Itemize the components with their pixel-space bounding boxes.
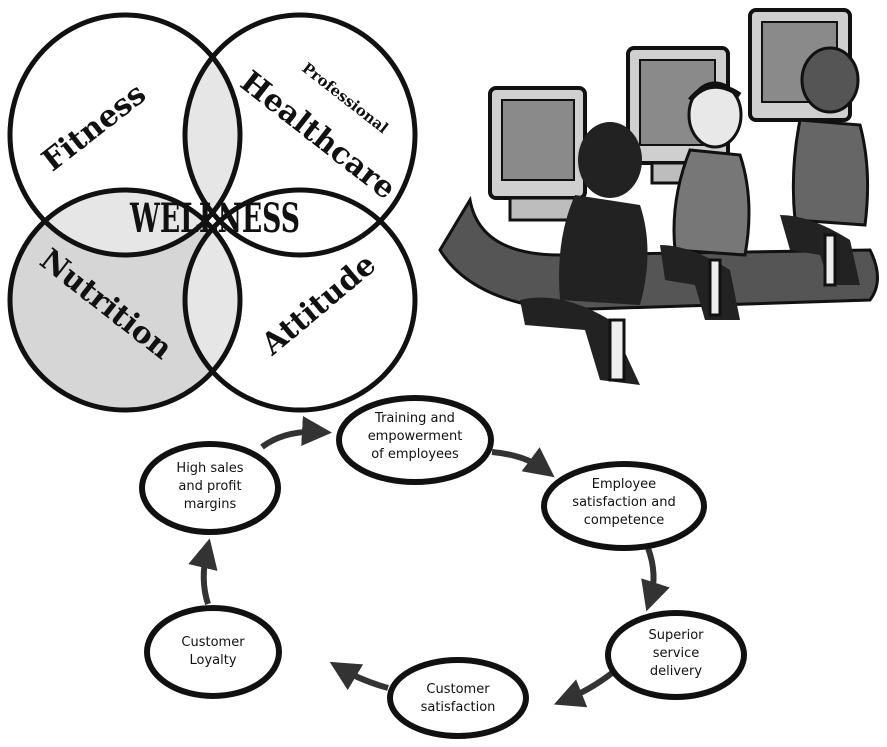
attitude-circle (182, 187, 418, 413)
node-superior-service: Superior service delivery (605, 610, 747, 700)
person-seated-1 (520, 122, 648, 385)
service-line-1: Superior (649, 628, 705, 643)
service-profit-cycle-diagram: Training and empowerment of employees Em… (139, 395, 747, 739)
node-high-sales: High sales and profit margins (139, 441, 281, 535)
training-line-2: empowerment (368, 429, 463, 444)
nutrition-circle (10, 190, 240, 410)
person-seated-2 (660, 81, 751, 320)
service-line-3: delivery (650, 664, 703, 679)
training-line-3: of employees (371, 447, 459, 462)
arrow-service-to-customer-satisfaction (553, 670, 614, 708)
fitness-circle (7, 12, 243, 258)
loyalty-line-2: Loyalty (189, 653, 236, 668)
customer-satisfaction-line-2: satisfaction (421, 700, 496, 715)
node-customer-loyalty: Customer Loyalty (144, 605, 282, 699)
arrow-satisfaction-to-loyalty (329, 661, 389, 691)
sales-line-1: High sales (176, 461, 243, 476)
training-line-1: Training and (374, 411, 455, 426)
healthcare-circle (182, 12, 418, 258)
fitness-label: Fitness (36, 76, 153, 178)
wellness-venn-diagram: Fitness Professional Healthcare WELLNESS… (7, 12, 418, 413)
employee-line-3: competence (584, 513, 665, 528)
person-seated-3 (780, 46, 870, 287)
employee-line-2: satisfaction and (572, 495, 675, 510)
loyalty-line-1: Customer (181, 635, 245, 650)
arrow-sales-to-training (260, 416, 332, 450)
wellness-center-label: WELLNESS (129, 195, 300, 242)
arrow-training-to-employee (491, 447, 555, 478)
computer-lab-illustration (438, 8, 879, 385)
sales-line-3: margins (184, 497, 237, 512)
service-line-2: service (653, 646, 700, 661)
nutrition-circle-outline (7, 187, 243, 413)
arrow-loyalty-to-sales (188, 538, 218, 605)
customer-satisfaction-line-1: Customer (426, 682, 490, 697)
node-employee-satisfaction: Employee satisfaction and competence (541, 461, 707, 551)
desk (438, 195, 879, 312)
node-training-empowerment: Training and empowerment of employees (336, 395, 494, 485)
sales-line-2: and profit (178, 479, 241, 494)
employee-line-1: Employee (592, 477, 656, 492)
computer-monitor-1 (488, 86, 587, 222)
arrow-employee-to-service (641, 546, 670, 612)
node-customer-satisfaction: Customer satisfaction (387, 657, 529, 739)
attitude-label: Attitude (254, 247, 383, 363)
